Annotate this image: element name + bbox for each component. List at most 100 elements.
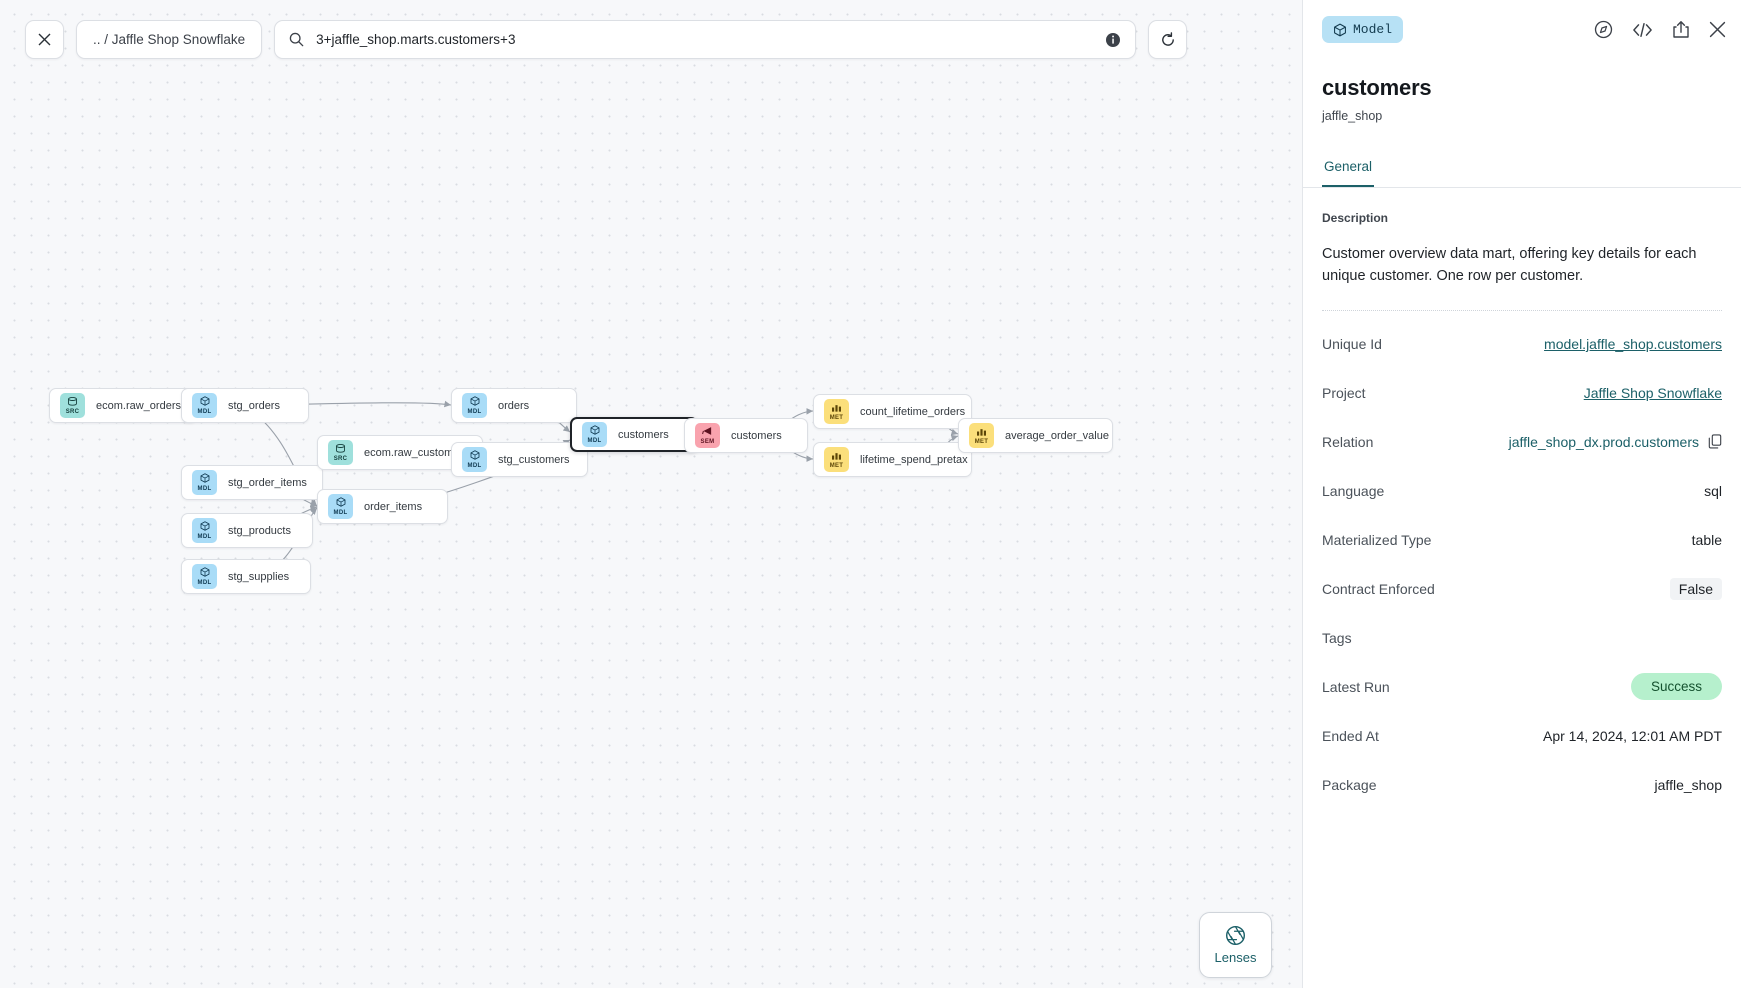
- lineage-node-order_items[interactable]: MDL order_items: [317, 489, 448, 524]
- detail-row-value: Apr 14, 2024, 12:01 AM PDT: [1543, 727, 1722, 744]
- page-subtitle: jaffle_shop: [1322, 109, 1383, 123]
- aperture-icon: [1226, 926, 1245, 945]
- lineage-node-stg_supplies[interactable]: MDL stg_supplies: [181, 559, 311, 594]
- code-icon[interactable]: [1632, 21, 1653, 39]
- lineage-node-label: customers: [618, 428, 669, 441]
- node-type-text: MET: [974, 438, 989, 445]
- node-type-glyph: [470, 450, 480, 462]
- node-type-text: MET: [829, 462, 844, 469]
- node-type-text: MDL: [333, 510, 348, 516]
- node-type-badge-mdl: MDL: [328, 494, 353, 519]
- node-type-text: SRC: [65, 408, 80, 415]
- node-type-glyph: [336, 497, 346, 509]
- panel-header: Model: [1303, 0, 1741, 59]
- detail-row-value: jaffle_shop: [1654, 776, 1722, 793]
- search-input[interactable]: [316, 32, 1106, 47]
- detail-row: Contract Enforced False: [1322, 573, 1722, 605]
- divider: [1322, 309, 1722, 311]
- node-type-glyph: [67, 396, 78, 408]
- lineage-node-label: order_items: [364, 500, 423, 513]
- node-type-glyph: [200, 396, 210, 408]
- lineage-node-label: stg_order_items: [228, 476, 307, 489]
- detail-row: Package jaffle_shop: [1322, 769, 1722, 801]
- cube-icon: [1334, 23, 1346, 36]
- detail-row: Relation jaffle_shop_dx.prod.customers: [1322, 426, 1722, 458]
- detail-row-link[interactable]: jaffle_shop_dx.prod.customers: [1508, 433, 1699, 450]
- lineage-node-customers[interactable]: MDL customers: [570, 417, 698, 452]
- detail-row-value-group: jaffle_shop_dx.prod.customers: [1509, 434, 1722, 450]
- lineage-node-stg_order_items[interactable]: MDL stg_order_items: [181, 465, 323, 500]
- refresh-button[interactable]: [1148, 20, 1188, 59]
- node-type-text: MDL: [197, 580, 212, 586]
- detail-row: Ended At Apr 14, 2024, 12:01 AM PDT: [1322, 720, 1722, 752]
- detail-row-key: Latest Run: [1322, 678, 1390, 695]
- node-type-badge-met: MET: [969, 423, 994, 448]
- node-type-badge-mdl: MDL: [192, 518, 217, 543]
- explore-icon[interactable]: [1594, 20, 1613, 39]
- node-type-glyph: [831, 451, 842, 462]
- node-type-badge-mdl: MDL: [582, 422, 607, 447]
- status-badge: Success: [1630, 673, 1722, 701]
- page-title: customers: [1322, 75, 1432, 100]
- detail-row-link[interactable]: model.jaffle_shop.customers: [1544, 335, 1722, 352]
- lineage-node-label: stg_supplies: [228, 570, 290, 583]
- node-type-badge-mdl: MDL: [192, 393, 217, 418]
- info-icon[interactable]: [1105, 32, 1121, 48]
- tab-general[interactable]: General: [1322, 149, 1375, 187]
- lineage-node-stg_products[interactable]: MDL stg_products: [181, 513, 313, 548]
- detail-row: Tags: [1322, 622, 1722, 654]
- detail-row-link[interactable]: Jaffle Shop Snowflake: [1583, 384, 1722, 401]
- lineage-search[interactable]: [274, 20, 1137, 59]
- node-type-badge-mdl: MDL: [192, 564, 217, 589]
- lineage-node-stg_customers[interactable]: MDL stg_customers: [451, 442, 588, 477]
- lineage-node-stg_orders[interactable]: MDL stg_orders: [181, 388, 309, 423]
- detail-row-chip: False: [1669, 577, 1722, 600]
- lenses-label: Lenses: [1214, 950, 1257, 965]
- lineage-node-average_order_value[interactable]: MET average_order_value: [958, 418, 1113, 453]
- lineage-node-label: stg_orders: [228, 399, 280, 412]
- node-type-glyph: [702, 426, 713, 438]
- copy-icon[interactable]: [1708, 434, 1722, 449]
- detail-row-value: table: [1691, 531, 1722, 548]
- resource-type-chip[interactable]: Model: [1322, 16, 1404, 43]
- lineage-node-label: ecom.raw_orders: [96, 399, 181, 412]
- detail-row-key: Language: [1322, 482, 1385, 499]
- lineage-node-label: stg_customers: [498, 453, 570, 466]
- node-type-badge-mdl: MDL: [192, 470, 217, 495]
- lineage-node-ecom.raw_orders[interactable]: SRC ecom.raw_orders: [49, 388, 197, 423]
- panel-tabs: General: [1303, 149, 1741, 188]
- node-type-badge-met: MET: [824, 399, 849, 424]
- node-type-text: MDL: [587, 438, 602, 444]
- lineage-node-label: stg_products: [228, 524, 291, 537]
- node-type-text: MDL: [467, 463, 482, 469]
- node-type-badge-mdl: MDL: [462, 393, 487, 418]
- node-type-glyph: [590, 425, 600, 437]
- node-type-text: MDL: [197, 486, 212, 492]
- lenses-button[interactable]: Lenses: [1199, 912, 1272, 978]
- detail-row-key: Ended At: [1322, 727, 1379, 744]
- node-type-glyph: [200, 521, 210, 533]
- detail-row-key: Package: [1322, 776, 1377, 793]
- share-icon[interactable]: [1672, 20, 1690, 39]
- description-label: Description: [1322, 211, 1389, 225]
- detail-row-key: Contract Enforced: [1322, 580, 1435, 597]
- node-type-text: MDL: [197, 409, 212, 415]
- close-lineage-button[interactable]: [25, 20, 64, 59]
- detail-row-value: sql: [1704, 482, 1722, 499]
- detail-row-key: Relation: [1322, 433, 1374, 450]
- refresh-icon: [1161, 31, 1174, 46]
- panel-body: Description Customer overview data mart,…: [1303, 188, 1741, 988]
- lineage-node-label: average_order_value: [1005, 429, 1109, 442]
- detail-row-key: Materialized Type: [1322, 531, 1432, 548]
- close-panel-icon[interactable]: [1709, 21, 1726, 38]
- detail-row-key: Project: [1322, 384, 1366, 401]
- node-type-glyph: [470, 396, 480, 408]
- detail-row: Language sql: [1322, 475, 1722, 507]
- breadcrumb-button[interactable]: .. / Jaffle Shop Snowflake: [76, 20, 263, 59]
